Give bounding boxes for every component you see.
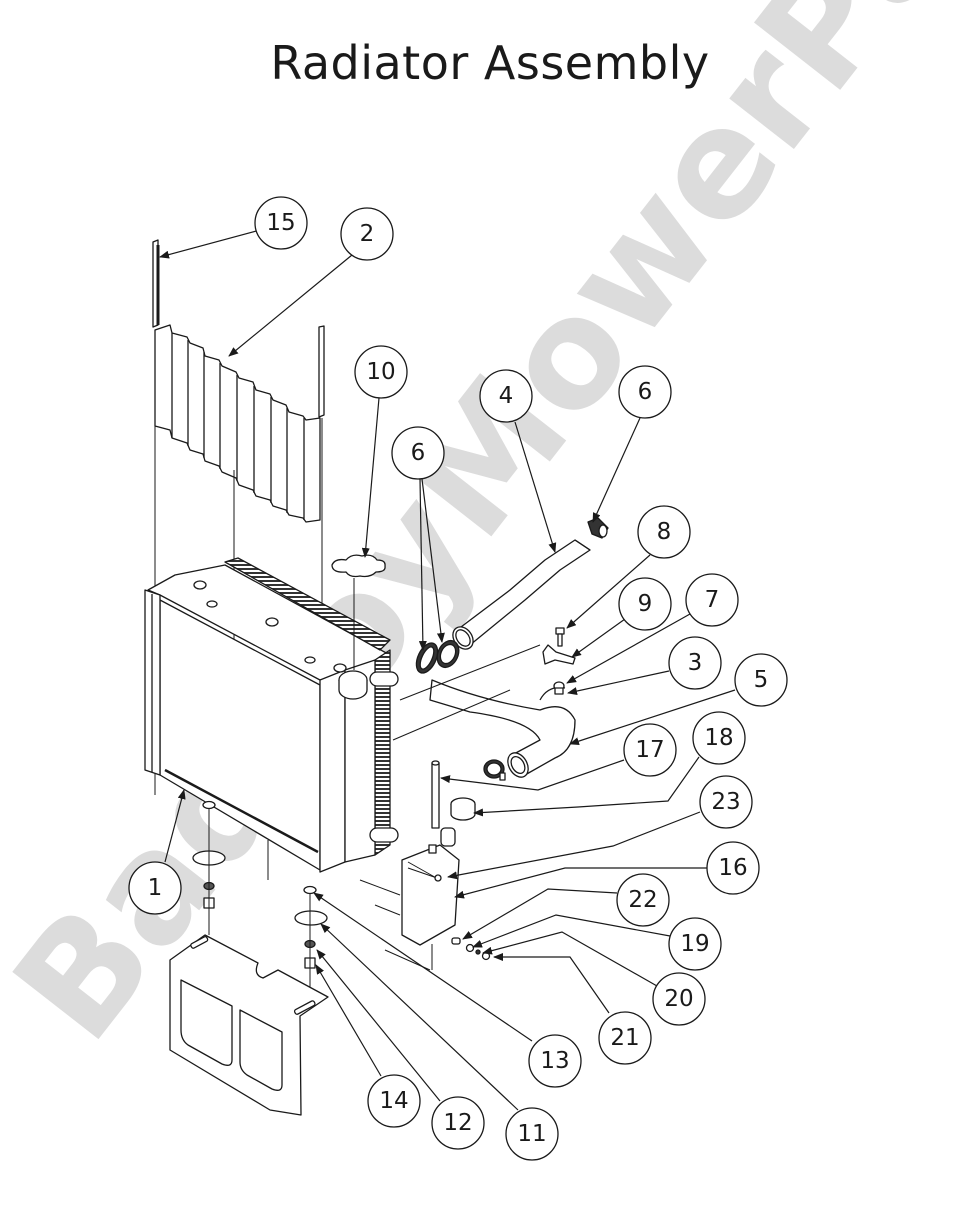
hose-fitting	[553, 681, 565, 695]
callout-9: 9	[618, 577, 672, 631]
overflow-tube	[431, 760, 440, 829]
mounting-bracket-plate	[169, 934, 329, 1116]
reservoir-screw	[407, 867, 442, 882]
page-title: Radiator Assembly	[270, 36, 710, 90]
callout-22: 22	[616, 873, 670, 927]
callout-5: 5	[734, 653, 788, 707]
callout-4: 4	[479, 369, 533, 423]
mount-hardware-right	[294, 885, 328, 1000]
svg-text:13: 13	[540, 1048, 569, 1074]
callout-2: 2	[340, 207, 394, 261]
svg-text:2: 2	[360, 221, 375, 247]
overflow-reservoir	[359, 827, 460, 971]
hose-clamp-top	[587, 517, 609, 539]
svg-text:22: 22	[628, 887, 657, 913]
callout-3: 3	[668, 636, 722, 690]
callout-16: 16	[706, 841, 760, 895]
callout-13: 13	[528, 1034, 582, 1088]
svg-text:21: 21	[610, 1025, 639, 1051]
side-seal-strip-left	[152, 239, 160, 328]
svg-text:15: 15	[266, 210, 295, 236]
svg-text:19: 19	[680, 931, 709, 957]
callout-8: 8	[637, 505, 691, 559]
svg-text:11: 11	[517, 1121, 546, 1147]
svg-text:6: 6	[411, 440, 426, 466]
lower-clamp	[483, 759, 506, 781]
callout-6-top: 6	[618, 365, 672, 419]
side-seal-strip-right	[318, 325, 325, 418]
svg-text:6: 6	[638, 379, 653, 405]
reservoir-hardware	[451, 937, 491, 961]
air-baffle	[154, 324, 321, 523]
callout-20: 20	[652, 972, 706, 1026]
svg-text:17: 17	[635, 737, 664, 763]
mount-hardware-left	[192, 800, 226, 935]
radiator-cap	[331, 554, 386, 670]
callout-1: 1	[128, 861, 182, 915]
callouts: 15 2 10 4 6 6 8 9 7 3 5 17 18 23 16 1 22…	[128, 196, 788, 1161]
svg-text:3: 3	[688, 650, 703, 676]
callout-21: 21	[598, 1011, 652, 1065]
svg-text:1: 1	[148, 875, 163, 901]
radiator	[144, 557, 399, 873]
callout-11: 11	[505, 1107, 559, 1161]
callout-12: 12	[431, 1096, 485, 1150]
leader-lines	[159, 229, 736, 1111]
bolt	[555, 627, 565, 647]
callout-18: 18	[692, 711, 746, 765]
svg-text:7: 7	[705, 587, 720, 613]
svg-text:9: 9	[638, 591, 653, 617]
svg-text:10: 10	[366, 359, 395, 385]
reservoir-cap	[450, 797, 476, 821]
lower-hose	[429, 679, 576, 778]
callout-6-left: 6	[391, 426, 445, 480]
bracket	[542, 644, 576, 665]
svg-text:20: 20	[664, 986, 693, 1012]
svg-text:8: 8	[657, 519, 672, 545]
callout-17: 17	[623, 723, 677, 777]
callout-10: 10	[354, 345, 408, 399]
svg-text:5: 5	[754, 667, 769, 693]
svg-text:4: 4	[499, 383, 514, 409]
callout-14: 14	[367, 1074, 421, 1128]
callout-19: 19	[668, 917, 722, 971]
svg-text:16: 16	[718, 855, 747, 881]
callout-15: 15	[254, 196, 308, 250]
svg-text:14: 14	[379, 1088, 408, 1114]
svg-text:12: 12	[443, 1110, 472, 1136]
svg-text:23: 23	[711, 789, 740, 815]
svg-text:18: 18	[704, 725, 733, 751]
callout-7: 7	[685, 573, 739, 627]
callout-23: 23	[699, 775, 753, 829]
upper-hose	[452, 539, 591, 650]
